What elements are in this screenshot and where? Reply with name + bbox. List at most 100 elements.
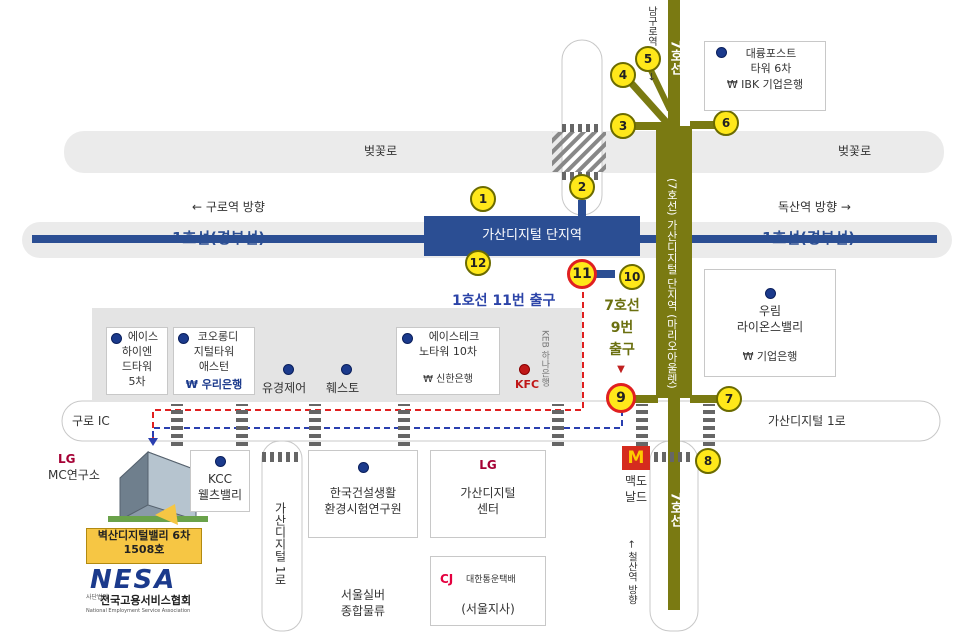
bank-dot-icon [341, 364, 352, 375]
exit-8-badge[interactable]: 8 [695, 448, 721, 474]
nesa-location-2: 1508호 [123, 542, 165, 556]
lg-gasan-logo: LG [479, 458, 497, 472]
bank-dot-icon [215, 456, 226, 467]
road-label-gasan-1ro: 가산디지털 1로 [768, 414, 846, 428]
ace-high-name-3: 드타워 [121, 360, 153, 373]
station-box [424, 216, 640, 256]
yugyeong-label: 유경제어 [262, 381, 307, 395]
exit-4-badge[interactable]: 4 [610, 62, 636, 88]
line7-label-top: 7호선 [667, 40, 683, 76]
connector-exit10 [585, 270, 615, 278]
seoul-silver-name-2: 종합물류 [340, 604, 386, 618]
red-dot-icon [519, 364, 530, 375]
ace-high-name-1: 에이스 [127, 330, 159, 343]
line7-label-bottom: 7호선 [667, 492, 683, 528]
bank-dot-icon [283, 364, 294, 375]
crosswalk [552, 404, 564, 446]
lg-gasan-name-2: 센터 [476, 502, 500, 516]
branch-exit7 [690, 395, 726, 403]
intersection-x [552, 132, 606, 172]
direction-namguro: 남구로역 방향 → [645, 6, 657, 81]
cj-logo: CJ [440, 572, 454, 586]
office-building-icon [108, 450, 208, 525]
cj-branch: (서울지사) [461, 602, 515, 616]
keb-label: KEB 하나은행 [539, 330, 550, 387]
woorim-name-2: 라이온스밸리 [736, 320, 804, 334]
bank-dot-icon [402, 333, 413, 344]
exit-9-badge[interactable]: 9 [606, 383, 636, 413]
nesa-location-box: 벽산디지털밸리 6차 1508호 [86, 528, 202, 564]
crosswalk [654, 452, 694, 462]
acetech-bank: ₩ 신한은행 [423, 374, 473, 385]
line1-exit11-label: 1호선 11번 출구 [452, 293, 556, 309]
kolon-name-2: 지털타워 [193, 345, 235, 358]
building-woorim [704, 269, 836, 377]
building-lg-gasan [430, 450, 546, 538]
nesa-location-1: 벽산디지털밸리 6차 [97, 529, 191, 542]
line7-station [656, 126, 692, 398]
kolon-bank: ₩ 우리은행 [185, 378, 243, 391]
bank-dot-icon [716, 47, 727, 58]
exit-7-badge[interactable]: 7 [716, 386, 742, 412]
exit-1-badge[interactable]: 1 [470, 186, 496, 212]
ace-high-name-2: 하이엔 [121, 345, 153, 358]
route-red [152, 292, 584, 438]
seoul-silver-name-1: 서울실버 [340, 588, 386, 602]
connector-exit2 [578, 200, 586, 218]
building-acetech [396, 327, 500, 395]
route-arrowhead [148, 438, 158, 446]
acetech-name-1: 에이스테크 [428, 330, 480, 343]
line7-exit9-label-number: 9번 [610, 320, 634, 336]
exit-2-badge[interactable]: 2 [569, 174, 595, 200]
branch-exit9 [622, 395, 658, 403]
building-cj [430, 556, 546, 626]
exit-10-badge[interactable]: 10 [619, 264, 645, 290]
road-label-beotkkot-left: 벚꽃로 [364, 144, 398, 158]
exit-12-badge[interactable]: 12 [465, 250, 491, 276]
beotkkot-road [64, 131, 944, 173]
lg-gasan-name-1: 가산디지털 [460, 486, 516, 500]
kcl-name-1: 한국건설생활 [329, 486, 397, 500]
route-blue [152, 400, 623, 440]
mcdonalds-name-2: 날드 [624, 490, 648, 504]
mcdonalds-logo-icon: M [622, 446, 650, 470]
nesa-org: 전국고용서비스협회 [100, 594, 192, 607]
daeryung-name-1: 대륭포스트 [745, 47, 797, 60]
crosswalk [636, 404, 648, 446]
lg-mc-label: MC연구소 [48, 468, 100, 482]
crosswalk [262, 452, 302, 462]
kcl-name-2: 환경시험연구원 [324, 502, 402, 516]
crosswalk [398, 404, 410, 446]
line1-label-right: 1호선(경부선) [762, 229, 856, 247]
exit-11-badge[interactable]: 11 [567, 259, 597, 289]
exit-3-badge[interactable]: 3 [610, 113, 636, 139]
crosswalk [236, 404, 248, 446]
road-label-guro-ic: 구로 IC [72, 414, 110, 428]
kolon-name-1: 코오롱디 [197, 330, 239, 343]
bank-dot-icon [765, 288, 776, 299]
kcc-name-2: 웰츠밸리 [197, 488, 243, 502]
line7-exit9-label-line: 7호선 [604, 298, 640, 314]
down-arrow-icon: ▼ [617, 364, 625, 375]
lg-logo: LG [58, 452, 76, 466]
hwesto-label: 훼스토 [326, 381, 360, 395]
direction-doksan: 독산역 방향 → [778, 200, 851, 214]
crosswalk [562, 124, 602, 132]
road-label-gasan-1ro-vertical: 가산디지털 1로 [273, 502, 287, 586]
mcdonalds-name-1: 맥도 [624, 474, 648, 488]
acetech-name-2: 노타워 10차 [419, 345, 477, 358]
gasan-1ro-road [61, 400, 941, 442]
exit-6-badge[interactable]: 6 [713, 110, 739, 136]
nesa-logo: NESA [90, 565, 177, 595]
cj-name: 대한통운택배 [466, 575, 516, 585]
kfc-label: KFC [515, 378, 540, 391]
branch-exit3 [625, 122, 670, 130]
exit-5-badge[interactable]: 5 [635, 46, 661, 72]
ace-high-name-4: 5차 [128, 375, 146, 388]
road-label-beotkkot-right: 벚꽃로 [838, 144, 872, 158]
woorim-name-1: 우림 [758, 304, 782, 318]
kcc-name-1: KCC [208, 472, 232, 486]
direction-guro: ← 구로역 방향 [192, 200, 265, 214]
nesa-org-en: National Employment Service Association [86, 608, 191, 614]
